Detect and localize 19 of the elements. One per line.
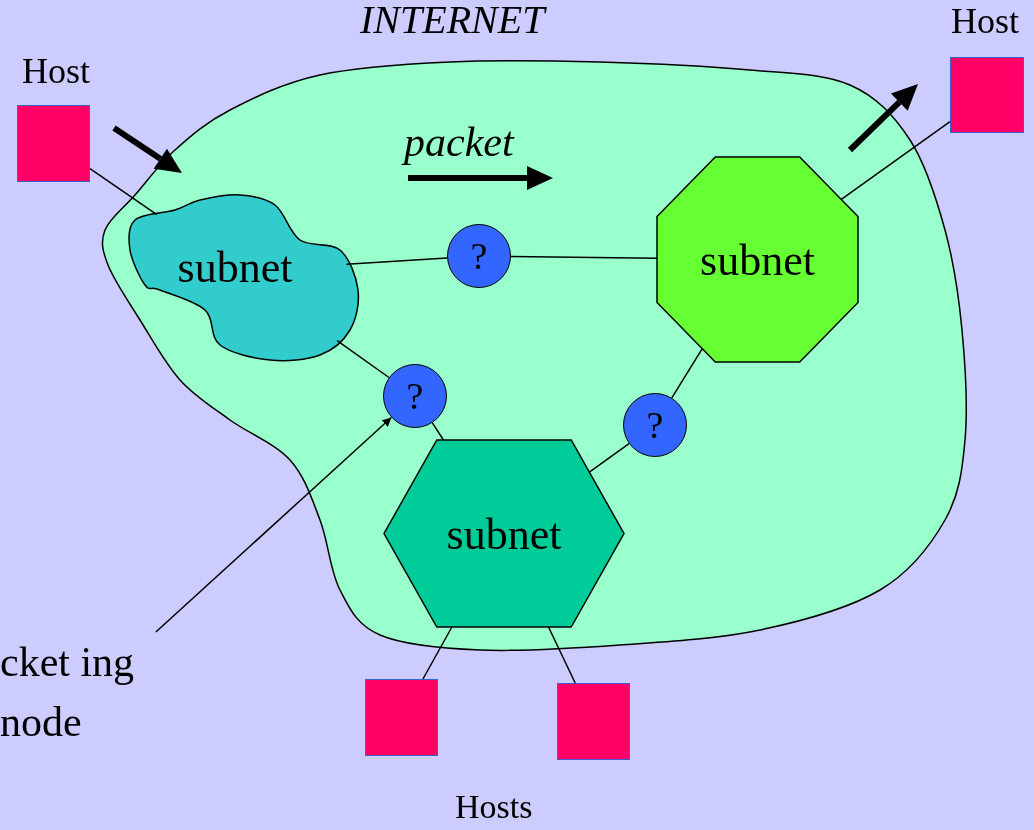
link-line (510, 255, 658, 259)
diagram-title: INTERNET (360, 0, 545, 43)
link-line (547, 626, 576, 684)
subnet-label: subnet (445, 508, 563, 559)
host-label: Host (950, 0, 1020, 42)
node-label: cket ing node (0, 638, 136, 747)
link-line (431, 422, 445, 441)
link-line (336, 339, 390, 379)
link-line (840, 120, 951, 201)
link-line (345, 257, 448, 265)
link-line (588, 442, 630, 473)
subnet-label: subnet (699, 234, 816, 285)
group-label: Hosts (455, 788, 533, 826)
host-label: Host (21, 50, 91, 92)
link-line (671, 347, 703, 399)
link-line (422, 626, 453, 680)
leader-arrow (155, 416, 393, 633)
link-line (89, 167, 158, 216)
subnet-label: subnet (176, 241, 294, 293)
